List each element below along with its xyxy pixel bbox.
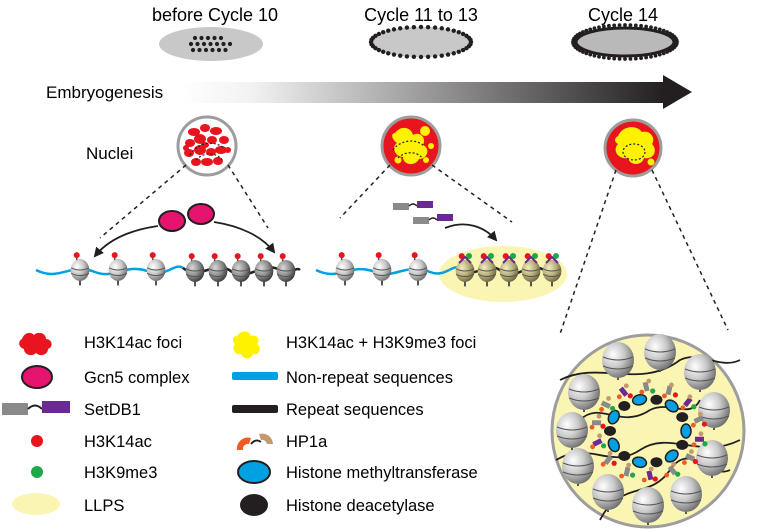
legend-label-h3k9me3: H3K9me3 bbox=[84, 464, 157, 482]
repeat-icon bbox=[232, 405, 278, 413]
chromatin-before-cycle-10 bbox=[35, 252, 301, 287]
legend-gcn5: Gcn5 complex bbox=[21, 365, 190, 389]
legend-label-double-foci: H3K14ac + H3K9me3 foci bbox=[286, 334, 476, 352]
gcn5-complex-icon bbox=[21, 365, 53, 389]
embryogenesis-label: Embryogenesis bbox=[46, 83, 163, 102]
legend-double-foci: H3K14ac + H3K9me3 foci bbox=[232, 331, 476, 359]
nucleus-cycle-11-13 bbox=[380, 115, 442, 177]
nuclei-label: Nuclei bbox=[86, 144, 133, 163]
legend-repeat: Repeat sequences bbox=[232, 401, 424, 419]
legend-label-h3k14ac-foci: H3K14ac foci bbox=[84, 334, 182, 352]
nucleus-before-cycle-10 bbox=[176, 115, 238, 177]
legend-h3k9me3: H3K9me3 bbox=[31, 464, 157, 482]
hp1a-icon bbox=[236, 433, 273, 450]
histone-methyltransferase-icon bbox=[237, 460, 271, 484]
double-foci-icon bbox=[232, 331, 260, 359]
zoom-lines bbox=[99, 164, 729, 335]
legend-hmt: Histone methyltransferase bbox=[237, 460, 478, 484]
setdb1-icon bbox=[2, 401, 70, 415]
histone-deacetylase-icon bbox=[240, 494, 268, 516]
h3k14ac-icon bbox=[31, 435, 43, 447]
legend-h3k14ac-foci: H3K14ac foci bbox=[19, 332, 182, 356]
chromatin-cycle-11-13 bbox=[315, 252, 562, 287]
legend-label-hp1a: HP1a bbox=[286, 433, 328, 451]
legend-non-repeat: Non-repeat sequences bbox=[232, 369, 453, 387]
embryo-cycle-11-13 bbox=[368, 24, 474, 60]
h3k9me3-icon bbox=[31, 466, 43, 478]
embryo-cycle-14 bbox=[571, 23, 679, 61]
legend-hdac: Histone deacetylase bbox=[240, 494, 435, 516]
legend-label-h3k14ac: H3K14ac bbox=[84, 433, 152, 451]
zoomed-heterochromatin bbox=[550, 333, 746, 529]
legend-label-gcn5-complex: Gcn5 complex bbox=[84, 369, 190, 387]
gcn5-complex-pair bbox=[158, 203, 215, 232]
legend-h3k14ac: H3K14ac bbox=[31, 433, 152, 451]
legend-llps: LLPS bbox=[12, 493, 124, 515]
embryogenesis-arrow bbox=[180, 75, 692, 109]
llps-icon bbox=[12, 493, 60, 515]
setdb1-arrow bbox=[444, 223, 498, 242]
legend-label-setdb1: SetDB1 bbox=[84, 401, 141, 419]
h3k14ac-foci-icon bbox=[19, 332, 52, 356]
setdb1-pair bbox=[393, 201, 453, 224]
legend-label-hmt: Histone methyltransferase bbox=[286, 464, 478, 482]
legend-label-non-repeat: Non-repeat sequences bbox=[286, 369, 453, 387]
stage-label-cycle-11-13: Cycle 11 to 13 bbox=[364, 5, 478, 25]
legend-setdb1: SetDB1 bbox=[2, 401, 141, 419]
legend-hp1a: HP1a bbox=[236, 433, 328, 451]
nucleus-cycle-14 bbox=[603, 118, 663, 178]
stage-label-before-cycle-10: before Cycle 10 bbox=[152, 5, 278, 25]
left-curved-arrow bbox=[93, 225, 159, 258]
non-repeat-icon bbox=[232, 372, 278, 380]
embryo-before-cycle-10 bbox=[159, 27, 263, 61]
right-curved-arrow bbox=[213, 221, 276, 254]
legend: H3K14ac foci Gcn5 complex SetDB1 H3K14ac… bbox=[2, 331, 478, 516]
stage-label-cycle-14: Cycle 14 bbox=[588, 5, 658, 25]
legend-label-llps: LLPS bbox=[84, 497, 124, 515]
legend-label-repeat: Repeat sequences bbox=[286, 401, 424, 419]
legend-label-hdac: Histone deacetylase bbox=[286, 497, 435, 515]
